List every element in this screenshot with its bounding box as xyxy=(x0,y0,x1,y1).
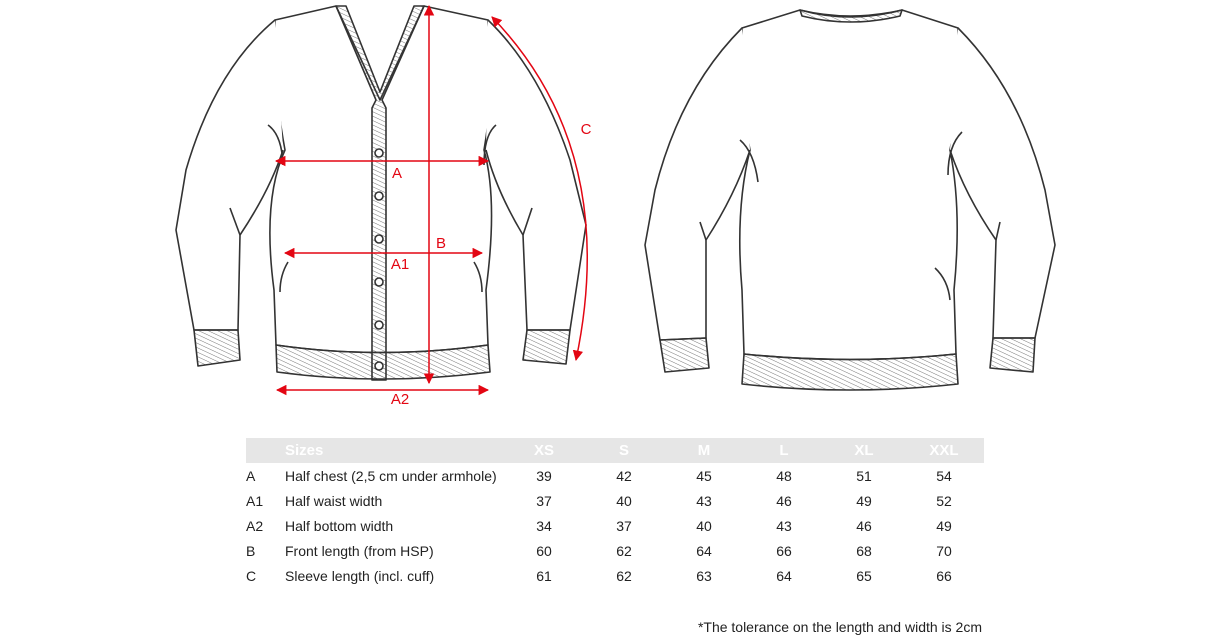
row-value: 64 xyxy=(776,567,792,584)
row-value: 65 xyxy=(856,567,872,584)
back-body-outline xyxy=(738,9,960,361)
button-4 xyxy=(374,277,384,287)
header-size-xxl: XXL xyxy=(904,438,984,463)
row-value: 66 xyxy=(776,542,792,559)
row-value: 62 xyxy=(616,542,632,559)
row-value: 63 xyxy=(696,567,712,584)
table-row: A Half chest (2,5 cm under armhole) 39 4… xyxy=(246,463,984,488)
row-value: 42 xyxy=(616,467,632,484)
back-right-cuff xyxy=(989,337,1036,373)
front-left-elbow-mark xyxy=(229,207,241,236)
row-code: A xyxy=(246,467,256,484)
row-value: 49 xyxy=(936,517,952,534)
label-a2: A2 xyxy=(391,391,409,408)
button-1 xyxy=(374,148,384,158)
row-name: Sleeve length (incl. cuff) xyxy=(285,567,435,584)
back-pocket-mark xyxy=(934,267,951,301)
row-value: 52 xyxy=(936,492,952,509)
row-code: A2 xyxy=(246,517,264,534)
row-value: 37 xyxy=(616,517,632,534)
front-view xyxy=(175,5,587,381)
row-value: 54 xyxy=(936,467,952,484)
front-right-pocket-line xyxy=(473,261,483,293)
button-6 xyxy=(374,361,384,371)
row-value: 43 xyxy=(696,492,712,509)
back-view xyxy=(644,9,1056,391)
label-a1: A1 xyxy=(391,256,409,273)
row-value: 70 xyxy=(936,542,952,559)
size-table-header: Sizes XS S M L XL XXL xyxy=(246,438,984,463)
header-size-xs: XS xyxy=(504,438,584,463)
row-code: A1 xyxy=(246,492,264,509)
row-value: 37 xyxy=(536,492,552,509)
back-right-armhole-mark xyxy=(947,131,963,176)
label-b: B xyxy=(436,235,446,252)
row-value: 62 xyxy=(616,567,632,584)
back-left-elbow-mark xyxy=(699,221,707,241)
row-value: 46 xyxy=(776,492,792,509)
measure-c-arc xyxy=(491,16,588,362)
back-left-armhole-mark xyxy=(739,139,759,183)
table-row: A2 Half bottom width 34 37 40 43 46 49 xyxy=(246,513,984,538)
row-value: 45 xyxy=(696,467,712,484)
tolerance-footnote: *The tolerance on the length and width i… xyxy=(697,619,982,635)
back-collar xyxy=(799,9,903,23)
front-right-sleeve xyxy=(485,19,587,331)
row-value: 51 xyxy=(856,467,872,484)
row-value: 68 xyxy=(856,542,872,559)
front-left-cuff xyxy=(193,329,241,367)
label-c: C xyxy=(581,121,592,138)
row-value: 60 xyxy=(536,542,552,559)
header-size-xl: XL xyxy=(824,438,904,463)
front-left-pocket-line xyxy=(279,261,289,293)
size-table: Sizes XS S M L XL XXL A Half chest (2,5 … xyxy=(246,438,984,588)
row-value: 40 xyxy=(696,517,712,534)
row-value: 66 xyxy=(936,567,952,584)
row-name: Half waist width xyxy=(285,492,383,509)
row-value: 46 xyxy=(856,517,872,534)
table-row: A1 Half waist width 37 40 43 46 49 52 xyxy=(246,488,984,513)
header-code xyxy=(246,438,285,463)
row-name: Front length (from HSP) xyxy=(285,542,434,559)
back-left-sleeve xyxy=(644,27,751,341)
front-left-sleeve xyxy=(175,19,284,331)
measurements xyxy=(274,4,588,396)
row-name: Half bottom width xyxy=(285,517,394,534)
label-a: A xyxy=(392,165,402,182)
button-3 xyxy=(374,234,384,244)
back-hem xyxy=(741,353,959,391)
row-value: 48 xyxy=(776,467,792,484)
table-row: B Front length (from HSP) 60 62 64 66 68… xyxy=(246,538,984,563)
button-2 xyxy=(374,191,384,201)
row-code: C xyxy=(246,567,257,584)
back-left-cuff xyxy=(659,337,710,373)
header-size-s: S xyxy=(584,438,664,463)
row-value: 43 xyxy=(776,517,792,534)
button-5 xyxy=(374,320,384,330)
header-size-m: M xyxy=(664,438,744,463)
back-right-elbow-mark xyxy=(995,221,1001,241)
row-value: 34 xyxy=(536,517,552,534)
header-size-l: L xyxy=(744,438,824,463)
row-value: 64 xyxy=(696,542,712,559)
row-value: 39 xyxy=(536,467,552,484)
front-right-cuff xyxy=(522,329,571,365)
row-value: 49 xyxy=(856,492,872,509)
row-name: Half chest (2,5 cm under armhole) xyxy=(285,467,497,484)
row-value: 40 xyxy=(616,492,632,509)
row-value: 61 xyxy=(536,567,552,584)
row-code: B xyxy=(246,542,256,559)
table-row: C Sleeve length (incl. cuff) 61 62 63 64… xyxy=(246,563,984,588)
header-sizes: Sizes xyxy=(285,438,504,463)
back-right-sleeve xyxy=(949,27,1056,339)
garment-diagram: A A1 A2 B C xyxy=(175,4,1056,408)
